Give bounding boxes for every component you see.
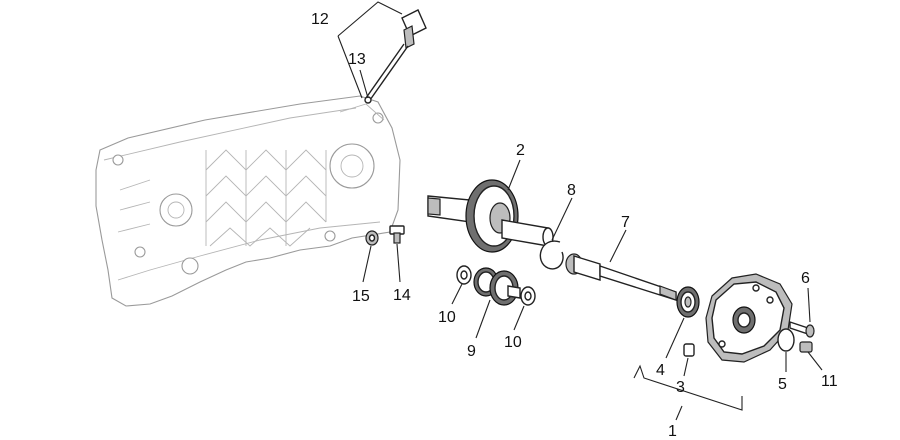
callout-15: 15	[352, 288, 370, 305]
callout-8: 8	[567, 182, 576, 199]
callout-10-left: 10	[438, 309, 456, 326]
callout-12: 12	[311, 11, 329, 28]
callout-3: 3	[676, 379, 685, 396]
callout-13: 13	[348, 51, 366, 68]
callout-11: 11	[821, 373, 838, 390]
dowel-pin-3	[683, 343, 695, 357]
callout-14: 14	[393, 287, 411, 304]
sensor-cable-assembly	[364, 9, 427, 104]
callout-9: 9	[467, 343, 476, 360]
callout-5: 5	[778, 376, 787, 393]
plug-11	[799, 341, 813, 353]
callout-2: 2	[516, 142, 525, 159]
bearing-4	[676, 286, 700, 318]
circlip-8	[539, 240, 564, 270]
gearbox-cover-1	[705, 273, 793, 363]
callout-4: 4	[656, 362, 665, 379]
bolt-14	[389, 225, 405, 244]
output-shaft-7	[565, 253, 677, 301]
callout-7: 7	[621, 214, 630, 231]
callout-10-right: 10	[504, 334, 522, 351]
callout-6: 6	[801, 270, 810, 287]
callout-1: 1	[668, 423, 677, 440]
bushing-15	[365, 230, 379, 246]
callout-labels: 12 13 2 8 7 6 15 14 10 10 9 4 3 5 11 1	[311, 11, 838, 440]
crankcase-housing	[95, 95, 401, 307]
leader-lines	[337, 1, 823, 421]
washer-10-right	[520, 286, 536, 306]
bolt-6	[789, 321, 815, 338]
gear-9	[473, 267, 521, 306]
gear-shaft-2	[427, 179, 554, 253]
washer-10-left	[456, 265, 472, 285]
o-ring-5	[777, 328, 795, 352]
